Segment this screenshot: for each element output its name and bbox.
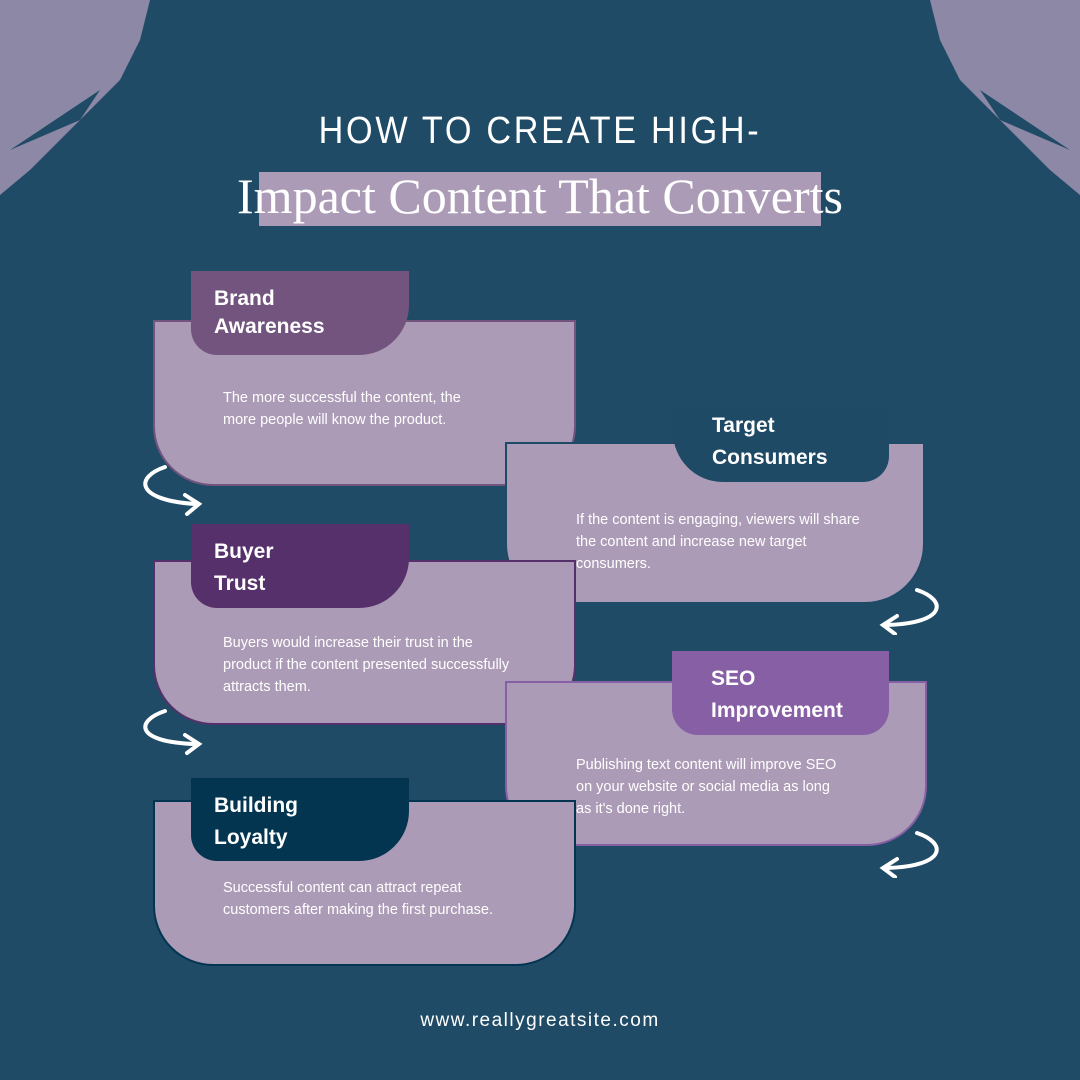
- step-title: SEO: [711, 667, 756, 690]
- brush-stroke-left: [0, 0, 150, 195]
- step-description: The more successful the content, the mor…: [223, 390, 461, 428]
- step-title: Consumers: [712, 446, 828, 469]
- title-line-1: HOW TO CREATE HIGH-: [318, 110, 762, 152]
- title-line-2-text: Impact Content That Converts: [237, 168, 843, 224]
- step-title: Improvement: [711, 699, 843, 722]
- step-description: Publishing text content will improve SEO…: [576, 757, 837, 817]
- step-description: Buyers would increase their trust in the…: [223, 635, 510, 695]
- curved-arrow-icon: [143, 709, 203, 755]
- curved-arrow-icon: [143, 465, 203, 516]
- step-description: Successful content can attract repeat cu…: [223, 880, 493, 918]
- curved-arrow-icon: [879, 831, 939, 878]
- step-description: If the content is engaging, viewers will…: [576, 512, 860, 572]
- step-title: Buyer: [214, 540, 274, 563]
- step-title: Target: [712, 414, 775, 437]
- tab-seo-improvement: SEO Improvement: [672, 651, 889, 735]
- step-title: Trust: [214, 572, 266, 595]
- step-title: Building: [214, 794, 298, 817]
- website-url: www.reallygreatsite.com: [420, 1010, 660, 1031]
- step-title: Awareness: [214, 315, 325, 338]
- step-title: Loyalty: [214, 826, 288, 849]
- step-title: Brand: [214, 287, 275, 310]
- curved-arrow-icon: [879, 588, 939, 635]
- brush-stroke-right: [930, 0, 1080, 195]
- title-line-2: Impact Content That Converts: [233, 168, 847, 226]
